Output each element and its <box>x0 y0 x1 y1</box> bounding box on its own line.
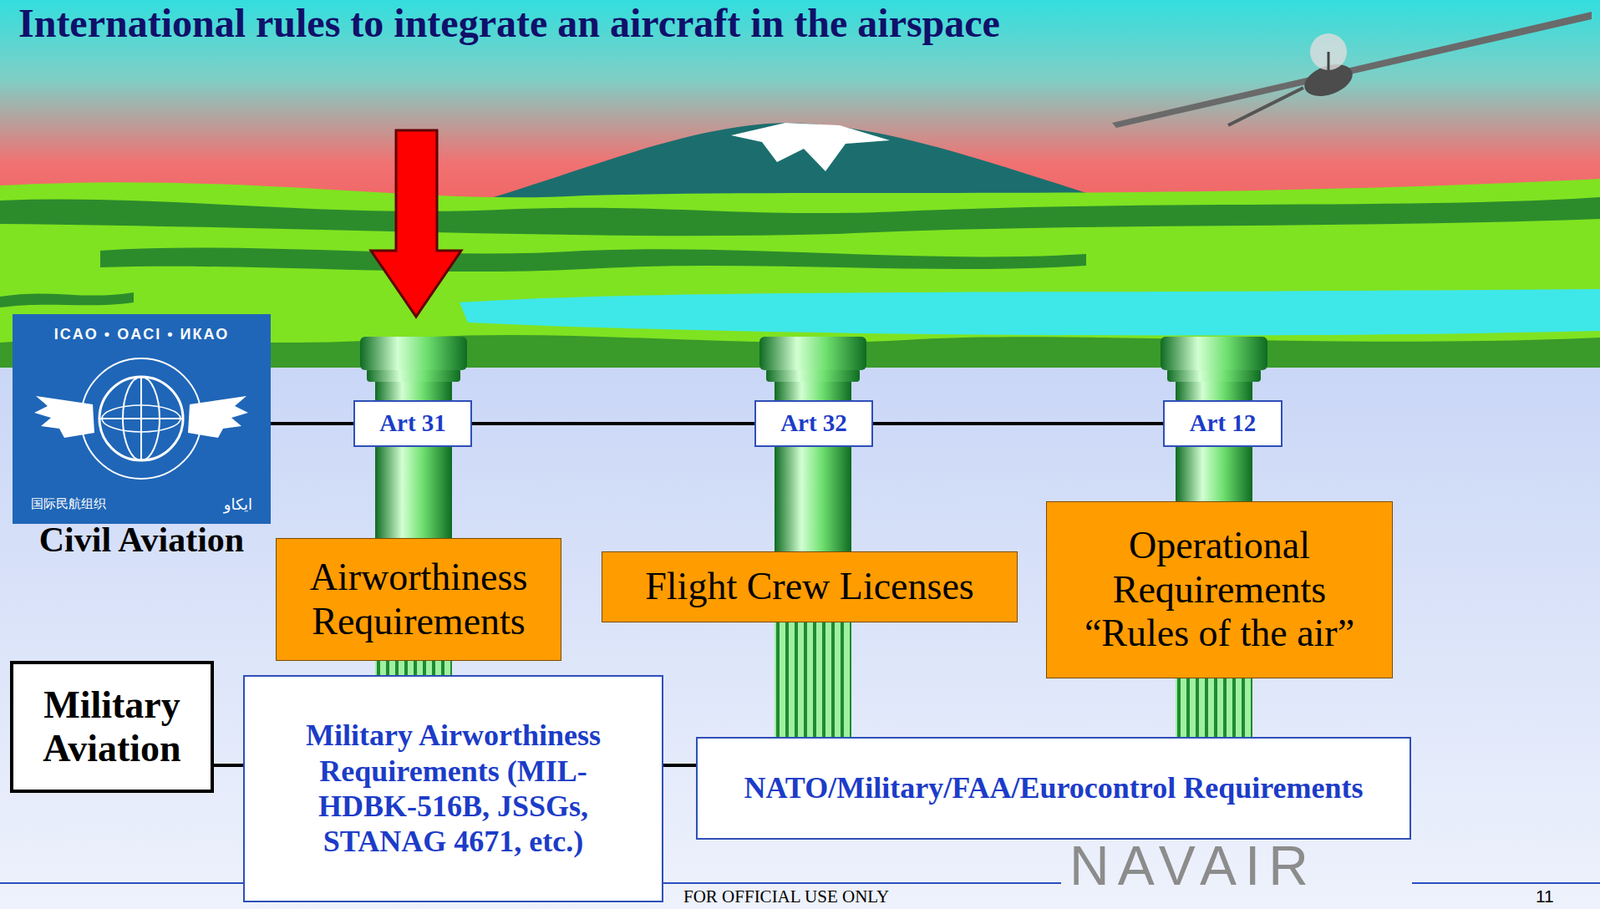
slide-title: International rules to integrate an airc… <box>18 0 1001 46</box>
icao-emblem <box>12 314 271 524</box>
box-text: Airworthiness Requirements <box>288 555 549 645</box>
landscape <box>459 289 1600 336</box>
connector-line <box>663 763 696 767</box>
connector-line <box>270 421 354 426</box>
mountain <box>467 122 1124 205</box>
logo-text: NAVAIR <box>1069 833 1317 898</box>
aircraft <box>1327 51 1331 71</box>
landscape <box>0 292 134 308</box>
landscape <box>100 248 1087 273</box>
box-text: NATO/Military/FAA/Eurocontrol Requiremen… <box>731 770 1377 806</box>
connector-line <box>213 763 244 767</box>
icao-emblem <box>101 405 181 432</box>
classification-marking: FOR OFFICIAL USE ONLY <box>683 886 889 908</box>
box-text: Operational Requirements “Rules of the a… <box>1058 523 1381 657</box>
red-arrow <box>370 130 462 317</box>
box-text: Art 32 <box>761 410 867 437</box>
box-text: Military Airworthiness Requirements (MIL… <box>278 717 629 860</box>
box-text: Flight Crew Licenses <box>614 564 1006 610</box>
icao-emblem: ICAO • OACI • ИКАО 国际民航组织 ايكاو <box>12 314 271 524</box>
emblem-text: ICAO • OACI • ИКАО <box>12 325 271 344</box>
icao-emblem <box>34 396 95 438</box>
emblem-text: ايكاو <box>223 495 253 514</box>
icao-emblem <box>99 376 183 461</box>
mountain <box>467 122 1124 205</box>
requirement-box: Operational Requirements “Rules of the a… <box>1046 501 1393 679</box>
connector-line <box>472 421 755 426</box>
icao-emblem <box>81 358 202 479</box>
article-box: Art 12 <box>1163 400 1283 447</box>
icao-emblem <box>187 396 249 438</box>
mountain <box>731 122 890 172</box>
aircraft <box>1112 11 1592 128</box>
page-number: 11 <box>1535 886 1555 907</box>
icao-emblem-box: ICAO • OACI • ИКАО国际民航组织ايكاوCivil Aviat… <box>12 314 271 559</box>
box-text: Art 31 <box>360 410 466 437</box>
military-requirement-box: Military Airworthiness Requirements (MIL… <box>243 675 664 903</box>
requirement-box: Airworthiness Requirements <box>275 538 562 661</box>
military-requirement-box: NATO/Military/FAA/Eurocontrol Requiremen… <box>695 736 1412 840</box>
article-box: Art 32 <box>754 400 874 447</box>
requirement-box: Flight Crew Licenses <box>601 551 1018 623</box>
icao-emblem <box>140 376 143 461</box>
box-text: Military Aviation <box>21 683 203 770</box>
aircraft <box>1112 11 1592 128</box>
group-heading: Civil Aviation <box>0 520 288 559</box>
emblem-text: 国际民航组织 <box>30 496 107 513</box>
article-box: Art 31 <box>353 400 473 447</box>
footer-rule <box>0 883 1600 884</box>
connector-line <box>873 421 1164 426</box>
military-box: Military Aviation <box>10 660 214 793</box>
aircraft <box>1228 87 1304 126</box>
footer-rule <box>1412 882 1600 884</box>
box-text: Art 12 <box>1169 410 1276 437</box>
red-arrow <box>370 130 462 317</box>
aircraft <box>1310 33 1347 71</box>
landscape <box>0 197 1600 236</box>
